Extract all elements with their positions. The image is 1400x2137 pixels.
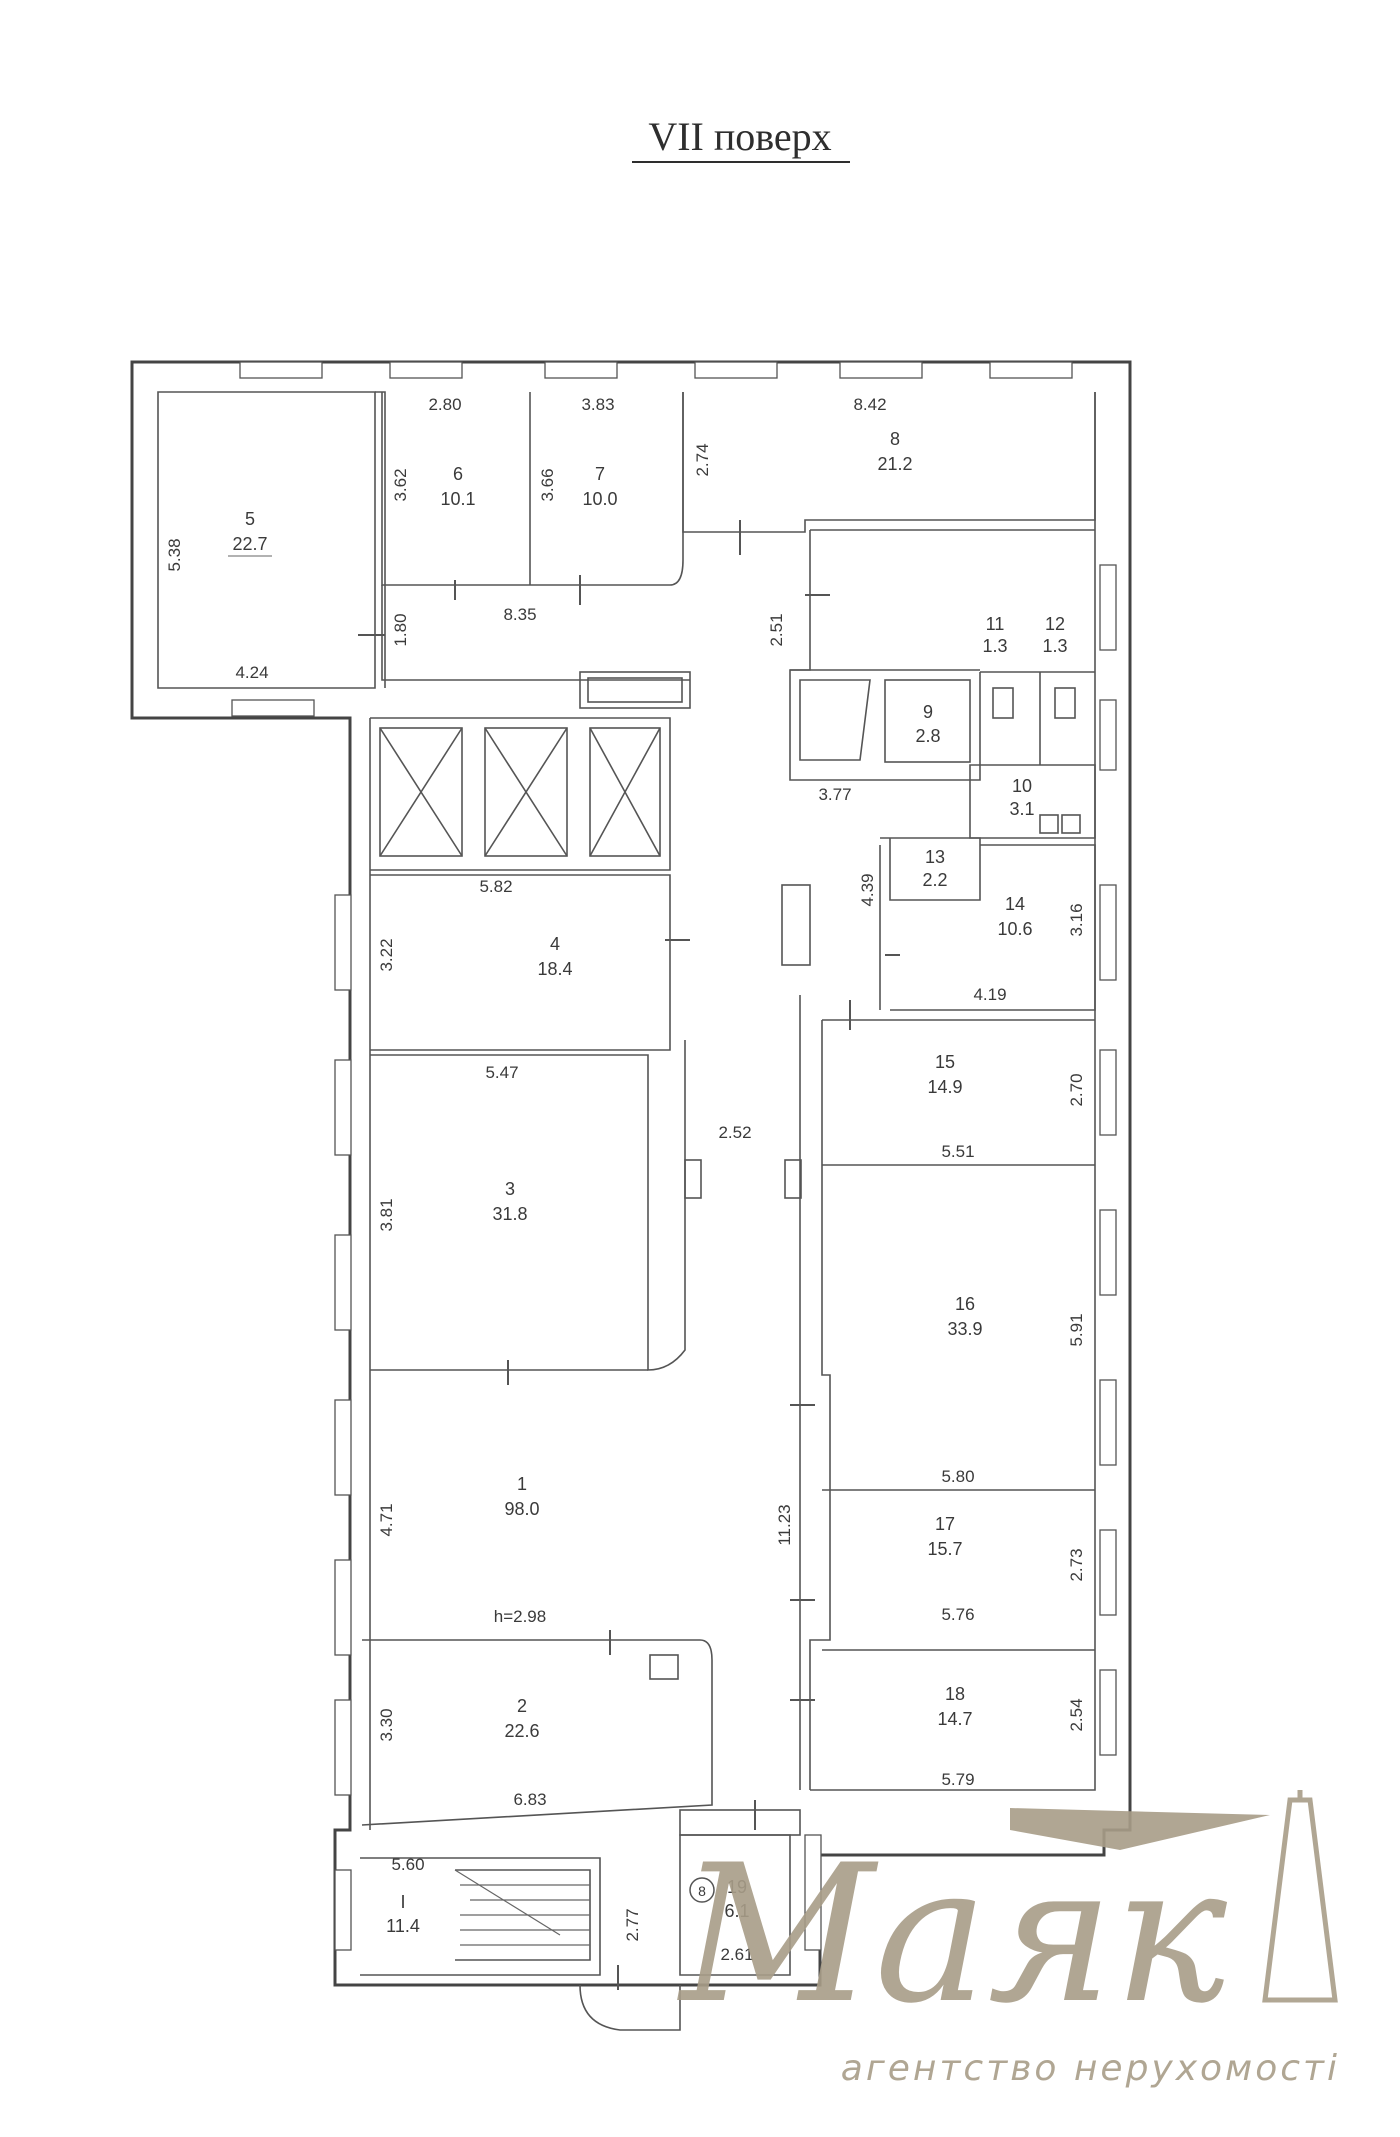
room-number-5: 5: [245, 509, 255, 529]
dimension-label: 2.80: [428, 395, 461, 414]
dimension-label: h=2.98: [494, 1607, 546, 1626]
room-number-10: 10: [1012, 776, 1032, 796]
dimension-label: 3.22: [377, 938, 396, 971]
dimension-labels: 2.80 3.83 8.42 3.62 3.66 2.74 5.38 4.24 …: [165, 395, 1086, 1964]
room-area-2: 22.6: [504, 1721, 539, 1741]
dimension-label: 3.77: [818, 785, 851, 804]
dimension-label: 3.16: [1067, 903, 1086, 936]
dimension-label: 2.74: [693, 443, 712, 476]
dimension-label: 5.80: [941, 1467, 974, 1486]
dimension-label: 5.38: [165, 538, 184, 571]
agency-logo: Маяк агентство нерухомості: [677, 1790, 1340, 2089]
dimension-label: 4.71: [377, 1503, 396, 1536]
dimension-label: 2.61: [720, 1945, 753, 1964]
room-number-9: 9: [923, 702, 933, 722]
dimension-label: 2.77: [623, 1908, 642, 1941]
room-number-I: I: [400, 1892, 405, 1912]
dimension-label: 3.30: [377, 1708, 396, 1741]
room-area-3: 31.8: [492, 1204, 527, 1224]
door-marks: [358, 520, 900, 1990]
left-windows: [334, 894, 352, 1951]
room-area-17: 15.7: [927, 1539, 962, 1559]
room-number-13: 13: [925, 847, 945, 867]
dimension-label: 2.54: [1067, 1698, 1086, 1731]
room-area-I: 11.4: [386, 1916, 420, 1936]
room-number-6: 6: [453, 464, 463, 484]
room-number-17: 17: [935, 1514, 955, 1534]
interior-walls: [360, 392, 1096, 2031]
room-area-7: 10.0: [582, 489, 617, 509]
lighthouse-icon: [1262, 1797, 1338, 2003]
top-windows: [231, 361, 1073, 717]
room-area-18: 14.7: [937, 1709, 972, 1729]
room-area-19: 6.1: [724, 1901, 749, 1921]
room-number-4: 4: [550, 934, 560, 954]
room-number-8: 8: [890, 429, 900, 449]
dimension-label: 5.60: [391, 1855, 424, 1874]
room-number-7: 7: [595, 464, 605, 484]
room-area-1: 98.0: [504, 1499, 539, 1519]
room-number-3: 3: [505, 1179, 515, 1199]
room-number-12: 12: [1045, 614, 1065, 634]
room-number-18: 18: [945, 1684, 965, 1704]
logo-tagline: агентство нерухомості: [841, 2048, 1340, 2089]
room-area-15: 14.9: [927, 1077, 962, 1097]
room-area-14: 10.6: [997, 919, 1032, 939]
room-area-8: 21.2: [877, 454, 912, 474]
dimension-label: 6.83: [513, 1790, 546, 1809]
dimension-label: 5.82: [479, 877, 512, 896]
dimension-label: 1.80: [391, 613, 410, 646]
logo-word: Маяк: [677, 1824, 1228, 2045]
floor-title: VII поверх: [648, 114, 831, 159]
logo-beam-icon: [1010, 1808, 1270, 1850]
dimension-label: 5.79: [941, 1770, 974, 1789]
dimension-label: 2.70: [1067, 1073, 1086, 1106]
room-labels: 5 22.7 6 10.1 7 10.0 8 21.2 9 2.8 10 3.1…: [228, 429, 1068, 1936]
dimension-label: 8.42: [853, 395, 886, 414]
room-number-1: 1: [517, 1474, 527, 1494]
room-number-16: 16: [955, 1294, 975, 1314]
room-area-11: 1.3: [982, 636, 1007, 656]
dimension-label: 3.81: [377, 1198, 396, 1231]
dimension-label: 8.35: [503, 605, 536, 624]
outer-walls: [130, 360, 1132, 1987]
room-area-4: 18.4: [537, 959, 572, 979]
dimension-label: 5.76: [941, 1605, 974, 1624]
dimension-label: 3.83: [581, 395, 614, 414]
room-number-11: 11: [986, 614, 1005, 634]
room-area-12: 1.3: [1042, 636, 1067, 656]
room-area-9: 2.8: [915, 726, 940, 746]
dimension-label: 5.51: [941, 1142, 974, 1161]
dimension-label: 5.91: [1067, 1313, 1086, 1346]
room-area-5: 22.7: [232, 534, 267, 554]
room-number-15: 15: [935, 1052, 955, 1072]
dimension-label: 2.73: [1067, 1548, 1086, 1581]
dimension-label: 11.23: [775, 1504, 794, 1545]
dimension-label: 4.39: [858, 873, 877, 906]
room-area-6: 10.1: [440, 489, 475, 509]
room-area-10: 3.1: [1009, 799, 1034, 819]
room-number-2: 2: [517, 1696, 527, 1716]
elevator-mark: 8: [698, 1883, 706, 1899]
dimension-label: 3.62: [391, 468, 410, 501]
room-number-19: 19: [727, 1877, 747, 1897]
dimension-label: 4.24: [235, 663, 268, 682]
dimension-label: 2.52: [718, 1123, 751, 1142]
room-area-16: 33.9: [947, 1319, 982, 1339]
dimension-label: 4.19: [973, 985, 1006, 1004]
dimension-label: 5.47: [485, 1063, 518, 1082]
dimension-label: 2.51: [767, 613, 786, 646]
room-number-14: 14: [1005, 894, 1025, 914]
dimension-label: 3.66: [538, 468, 557, 501]
room-area-13: 2.2: [922, 870, 947, 890]
right-windows: [804, 564, 1117, 1951]
